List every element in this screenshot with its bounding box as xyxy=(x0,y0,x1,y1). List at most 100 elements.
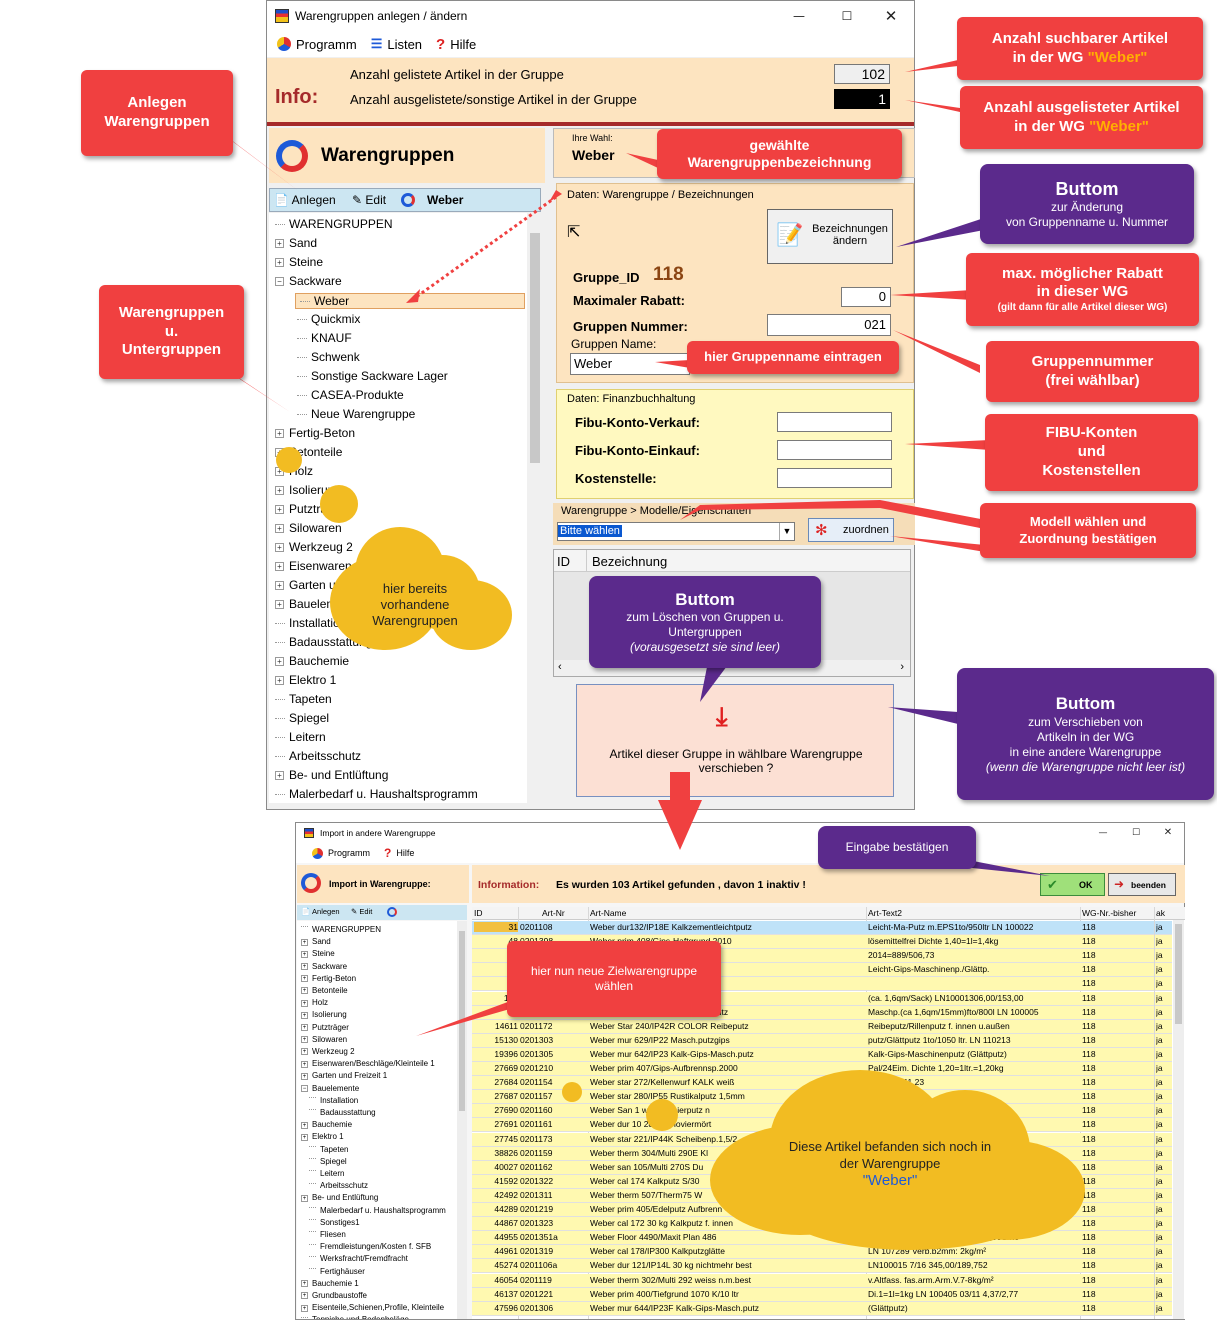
import-anlegen-button[interactable]: 📄 Anlegen xyxy=(301,907,340,916)
tree-item[interactable]: Schwenk xyxy=(297,350,360,364)
import-group-tree[interactable]: WARENGRUPPEN+Sand+Steine+Sackware+Fertig… xyxy=(297,921,457,1319)
import-tree-item[interactable]: +Sand xyxy=(301,937,331,947)
tree-item[interactable]: +Fertig-Beton xyxy=(275,426,355,440)
import-tree-item[interactable]: +Grundbaustoffe xyxy=(301,1291,368,1300)
tree-item[interactable]: CASEA-Produkte xyxy=(297,388,404,402)
grid-column-header[interactable]: Art-Nr xyxy=(542,908,565,918)
model-select[interactable]: Bitte wählen ▼ xyxy=(557,522,795,541)
tree-item[interactable]: Spiegel xyxy=(275,711,329,725)
import-menu-hilfe[interactable]: ?Hilfe xyxy=(384,846,415,860)
expand-icon[interactable]: + xyxy=(275,486,284,496)
tree-item[interactable]: Leitern xyxy=(275,730,326,744)
tree-item[interactable]: Malerbedarf u. Haushaltsprogramm xyxy=(275,787,478,801)
import-tree-item[interactable]: Leitern xyxy=(309,1169,344,1178)
import-tree-item[interactable]: +Eisenwaren/Beschläge/Kleinteile 1 xyxy=(301,1059,435,1069)
grid-column-header[interactable]: Art-Text2 xyxy=(868,908,903,918)
rabatt-input[interactable]: 0 xyxy=(841,287,891,307)
expand-icon[interactable]: + xyxy=(301,987,308,995)
expand-icon[interactable]: + xyxy=(301,938,308,946)
import-tree-item[interactable]: +Silowaren xyxy=(301,1034,348,1044)
tree-item[interactable]: +Elektro 1 xyxy=(275,673,336,687)
expand-icon[interactable]: + xyxy=(301,1133,308,1141)
tree-item[interactable]: Neue Warengruppe xyxy=(297,407,415,421)
expand-icon[interactable]: + xyxy=(301,975,308,983)
import-tree-item[interactable]: Sonstiges1 xyxy=(309,1218,360,1227)
bezeichnungen-button[interactable]: 📝 Bezeichnungen ändern xyxy=(767,209,893,264)
import-tree-item[interactable]: +Holz xyxy=(301,998,329,1008)
menu-hilfe[interactable]: ?Hilfe xyxy=(436,35,477,53)
grid-column-header[interactable]: WG-Nr.-bisher xyxy=(1082,908,1137,918)
expand-icon[interactable]: + xyxy=(275,771,284,781)
expand-icon[interactable]: + xyxy=(301,1036,308,1044)
import-minimize-button[interactable]: — xyxy=(1098,828,1108,838)
col-bezeichnung[interactable]: Bezeichnung xyxy=(592,554,668,569)
expand-icon[interactable]: + xyxy=(301,1048,308,1056)
import-maximize-button[interactable]: ☐ xyxy=(1131,828,1141,838)
verschieben-button[interactable]: ⤓ Artikel dieser Gruppe in wählbare Ware… xyxy=(576,684,894,797)
beenden-button[interactable]: ➜ beenden xyxy=(1108,873,1176,896)
import-tree-item[interactable]: Tapeten xyxy=(309,1145,348,1154)
import-tree-item[interactable]: Spiegel xyxy=(309,1157,347,1166)
grid-column-header[interactable]: Art-Name xyxy=(590,908,627,918)
fibu-verkauf-input[interactable] xyxy=(777,412,892,432)
import-tree-item[interactable]: Fliesen xyxy=(309,1230,346,1239)
tree-item[interactable]: KNAUF xyxy=(297,331,352,345)
tree-item[interactable]: +Werkzeug 2 xyxy=(275,540,353,554)
collapse-icon[interactable]: − xyxy=(275,277,284,287)
tree-item[interactable]: Sonstige Sackware Lager xyxy=(297,369,448,383)
import-tree-item[interactable]: Werksfracht/Fremdfracht xyxy=(309,1254,408,1263)
import-close-button[interactable]: ✕ xyxy=(1163,827,1173,838)
import-tree-item[interactable]: +Eisenteile,Schienen,Profile, Kleinteile xyxy=(301,1303,445,1313)
import-tree-item[interactable]: +Sackware xyxy=(301,961,348,971)
tree-item[interactable]: Tapeten xyxy=(275,692,332,706)
scroll-thumb[interactable] xyxy=(459,931,465,1111)
chevron-right-icon[interactable]: › xyxy=(900,661,904,673)
expand-icon[interactable]: + xyxy=(275,581,284,591)
fibu-einkauf-input[interactable] xyxy=(777,440,892,460)
tree-item[interactable]: +Silowaren xyxy=(275,521,342,535)
tree-item[interactable]: Weber xyxy=(295,293,525,309)
expand-icon[interactable]: + xyxy=(301,1023,308,1031)
import-tree-item[interactable]: Malerbedarf u. Haushaltsprogramm xyxy=(309,1206,446,1215)
tree-item[interactable]: +Eisenwaren xyxy=(275,559,352,573)
import-tree-item[interactable]: Fremdleistungen/Kosten f. SFB xyxy=(309,1242,431,1251)
import-tree-item[interactable]: +Betonteile xyxy=(301,986,348,995)
expand-icon[interactable]: + xyxy=(301,1304,308,1312)
expand-icon[interactable]: + xyxy=(275,239,284,249)
tree-item[interactable]: +Bauchemie xyxy=(275,654,349,668)
menu-listen[interactable]: ☰Listen xyxy=(370,36,423,52)
tree-item[interactable]: +Steine xyxy=(275,255,323,269)
import-tree-item[interactable]: +Bauchemie xyxy=(301,1120,353,1130)
expand-icon[interactable]: + xyxy=(301,950,308,958)
expand-icon[interactable]: + xyxy=(275,562,284,572)
edit-button[interactable]: ✎ Edit xyxy=(352,193,387,207)
tree-item[interactable]: +Be- und Entlüftung xyxy=(275,768,388,782)
name-input[interactable]: Weber xyxy=(570,353,690,375)
import-tree-item[interactable]: −Bauelemente xyxy=(301,1083,360,1093)
import-tree-item[interactable]: +Werkzeug 2 xyxy=(301,1047,355,1056)
kostenstelle-input[interactable] xyxy=(777,468,892,488)
close-button[interactable]: ✕ xyxy=(884,7,898,25)
col-id[interactable]: ID xyxy=(557,554,570,569)
import-tree-item[interactable]: +Be- und Entlüftung xyxy=(301,1193,379,1203)
grid-scrollbar[interactable] xyxy=(1173,920,1184,1319)
expand-icon[interactable]: + xyxy=(301,962,308,970)
expand-icon[interactable]: + xyxy=(301,1194,308,1202)
import-tree-item[interactable]: Installation xyxy=(309,1096,358,1105)
collapse-icon[interactable]: − xyxy=(301,1084,308,1092)
import-tree-item[interactable]: +Putzträger xyxy=(301,1022,349,1032)
import-tree-item[interactable]: Arbeitsschutz xyxy=(309,1181,368,1190)
import-tree-item[interactable]: +Bauchemie 1 xyxy=(301,1278,359,1288)
import-edit-button[interactable]: ✎ Edit xyxy=(351,907,373,916)
grid-column-header[interactable]: ak xyxy=(1156,908,1165,918)
import-tree-item[interactable]: Fertighäuser xyxy=(309,1267,365,1276)
import-tree-item[interactable]: +Garten und Freizeit 1 xyxy=(301,1071,388,1081)
